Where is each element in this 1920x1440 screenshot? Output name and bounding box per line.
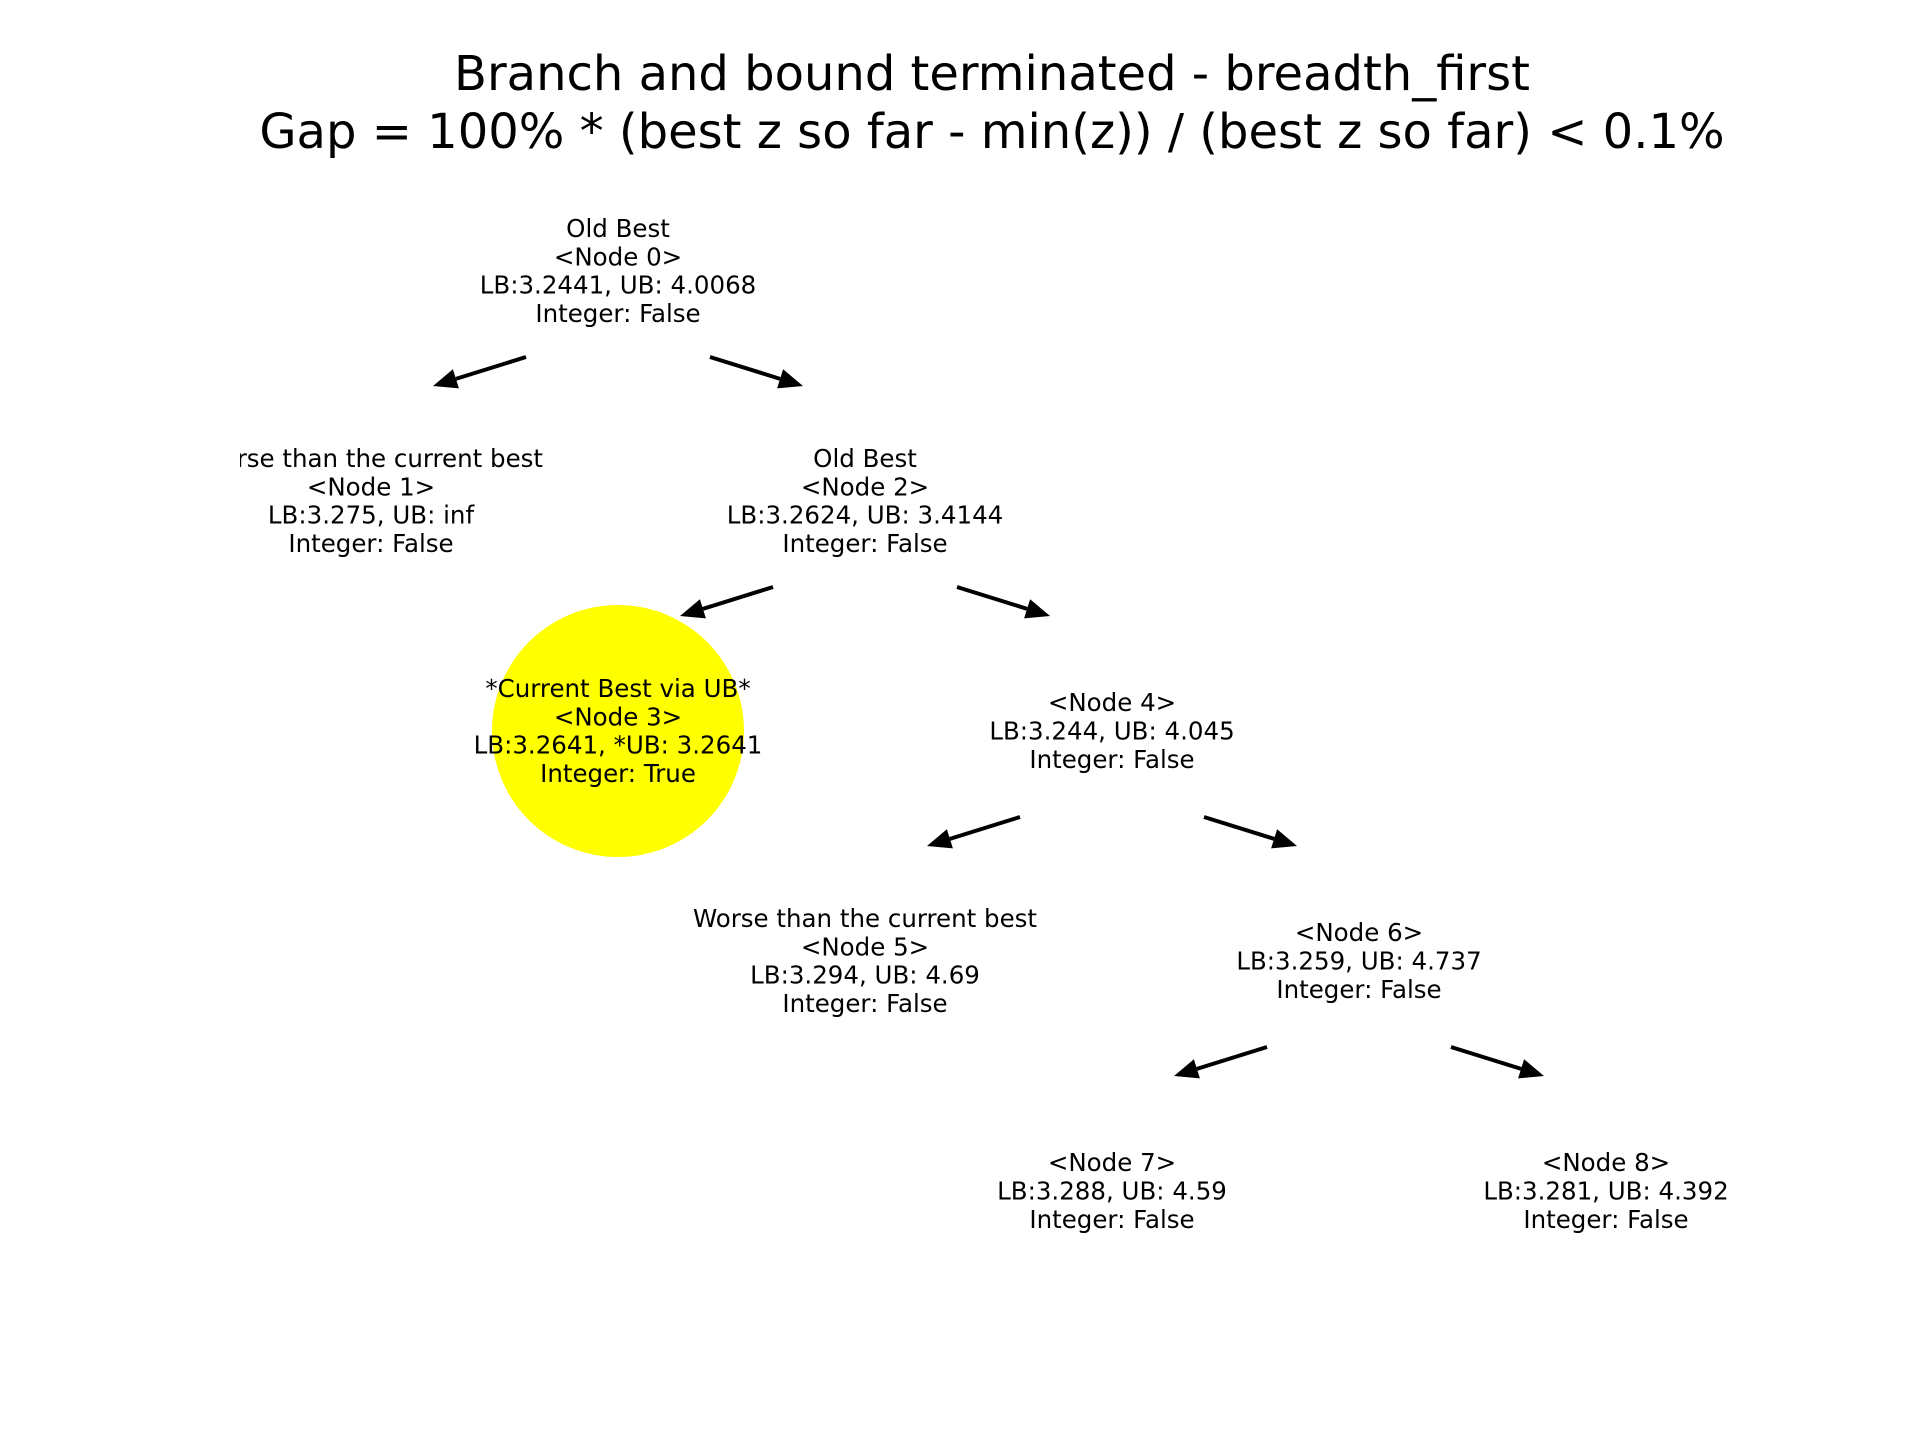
edge-node-6-to-node-8 [1450, 1045, 1544, 1079]
node-2-line-3: Integer: False [782, 529, 947, 558]
edge-shaft [956, 585, 1028, 611]
node-8-line-1: LB:3.281, UB: 4.392 [1483, 1177, 1728, 1206]
arrow-head-icon [1271, 829, 1297, 849]
edge-shaft [1203, 815, 1275, 841]
node-6-line-1: LB:3.259, UB: 4.737 [1236, 947, 1481, 976]
edge-shaft [709, 355, 781, 381]
node-5: Worse than the current best<Node 5>LB:3.… [693, 904, 1037, 1018]
arrow-head-icon [927, 829, 953, 849]
node-1-line-1: <Node 1> [307, 472, 435, 501]
node-3-line-1: <Node 3> [554, 702, 682, 731]
node-1-line-2: LB:3.275, UB: inf [268, 501, 476, 530]
node-7-line-1: LB:3.288, UB: 4.59 [997, 1177, 1227, 1206]
title-line-1: Branch and bound terminated - breadth_fi… [454, 46, 1530, 102]
edges-layer [433, 355, 1544, 1079]
node-7-line-0: <Node 7> [1048, 1148, 1176, 1177]
node-8-line-2: Integer: False [1523, 1205, 1688, 1234]
arrow-head-icon [433, 369, 459, 389]
node-3: *Current Best via UB*<Node 3>LB:3.2641, … [474, 605, 763, 857]
edge-shaft [1196, 1045, 1268, 1071]
edge-shaft [702, 585, 774, 611]
node-1-line-0: Worse than the current best [199, 444, 543, 473]
arrow-head-icon [680, 599, 706, 619]
node-8-line-0: <Node 8> [1542, 1148, 1670, 1177]
node-5-line-2: LB:3.294, UB: 4.69 [750, 961, 980, 990]
node-2-line-1: <Node 2> [801, 472, 929, 501]
arrow-head-icon [1174, 1059, 1200, 1079]
node-3-line-0: *Current Best via UB* [485, 674, 750, 703]
edge-node-4-to-node-5 [927, 815, 1021, 849]
node-6-line-0: <Node 6> [1295, 918, 1423, 947]
node-5-line-3: Integer: False [782, 989, 947, 1018]
node-1: Worse than the current best<Node 1>LB:3.… [199, 444, 543, 558]
node-4-line-0: <Node 4> [1048, 688, 1176, 717]
arrow-head-icon [777, 369, 803, 389]
edge-shaft [455, 355, 527, 381]
edge-node-6-to-node-7 [1174, 1045, 1268, 1079]
arrow-head-icon [1024, 599, 1050, 619]
edge-node-2-to-node-3 [680, 585, 774, 619]
node-0-line-2: LB:3.2441, UB: 4.0068 [480, 271, 757, 300]
node-0: Old Best<Node 0>LB:3.2441, UB: 4.0068Int… [480, 214, 757, 328]
edge-node-4-to-node-6 [1203, 815, 1297, 849]
edge-shaft [1450, 1045, 1522, 1071]
arrow-head-icon [1518, 1059, 1544, 1079]
node-5-line-0: Worse than the current best [693, 904, 1037, 933]
nodes-layer: Old Best<Node 0>LB:3.2441, UB: 4.0068Int… [199, 214, 1729, 1234]
edge-node-0-to-node-2 [709, 355, 803, 389]
edge-node-2-to-node-4 [956, 585, 1050, 619]
node-0-line-3: Integer: False [535, 299, 700, 328]
node-3-line-3: Integer: True [540, 759, 696, 788]
node-2-line-2: LB:3.2624, UB: 3.4144 [727, 501, 1004, 530]
node-5-line-1: <Node 5> [801, 932, 929, 961]
edge-node-0-to-node-1 [433, 355, 527, 389]
edge-shaft [949, 815, 1021, 841]
title-line-2: Gap = 100% * (best z so far - min(z)) / … [259, 104, 1724, 160]
node-7-line-2: Integer: False [1029, 1205, 1194, 1234]
node-4-line-1: LB:3.244, UB: 4.045 [989, 717, 1234, 746]
node-6-line-2: Integer: False [1276, 975, 1441, 1004]
chart-title: Branch and bound terminated - breadth_fi… [259, 46, 1724, 160]
node-4-line-2: Integer: False [1029, 745, 1194, 774]
node-3-line-2: LB:3.2641, *UB: 3.2641 [474, 731, 763, 760]
node-1-line-3: Integer: False [288, 529, 453, 558]
node-2-line-0: Old Best [813, 444, 917, 473]
node-0-line-0: Old Best [566, 214, 670, 243]
node-0-line-1: <Node 0> [554, 242, 682, 271]
current-best-highlight [492, 605, 744, 857]
node-2: Old Best<Node 2>LB:3.2624, UB: 3.4144Int… [727, 444, 1004, 558]
